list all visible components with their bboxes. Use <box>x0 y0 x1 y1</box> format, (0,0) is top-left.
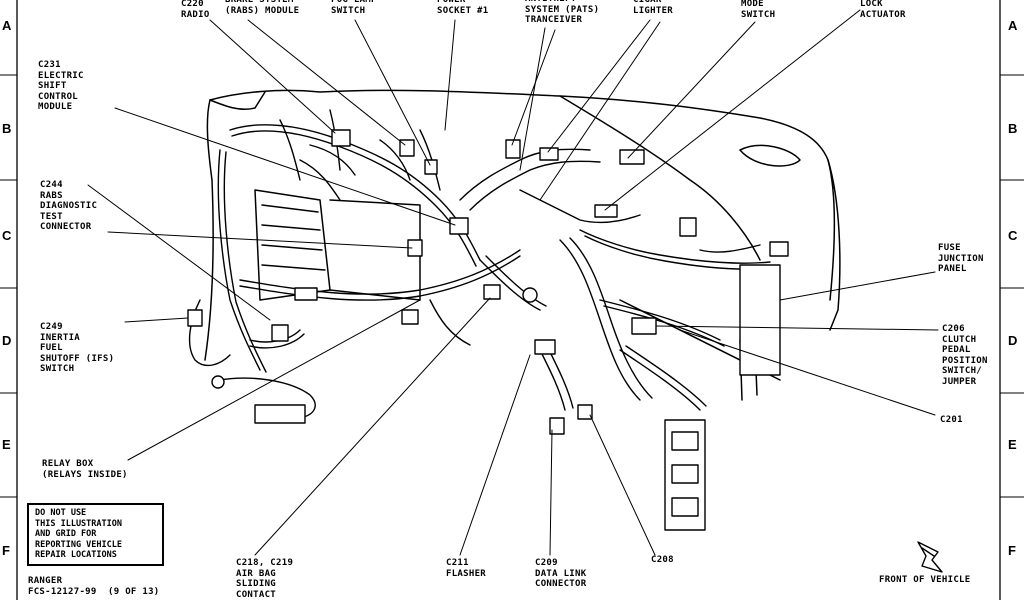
label-ranger-fcs: RANGER FCS-12127-99 (9 OF 13) <box>28 576 160 597</box>
lock-actuator-connector <box>594 204 618 218</box>
label-mode-switch: MODE SWITCH <box>741 0 776 20</box>
radio-connector <box>331 129 351 147</box>
grid-letter-e-left: E <box>2 437 11 452</box>
label-c218-c219-airbag: C218, C219 AIR BAG SLIDING CONTACT <box>236 558 294 600</box>
cigar-lighter-connector <box>539 147 559 161</box>
label-c231-shift-module: C231 ELECTRIC SHIFT CONTROL MODULE <box>38 60 84 112</box>
label-front-of-vehicle: FRONT OF VEHICLE <box>879 575 971 585</box>
grommet <box>522 287 538 303</box>
bracket <box>679 217 697 237</box>
relay-box <box>254 404 306 424</box>
grid-letter-a-left: A <box>2 18 12 33</box>
notice-box: DO NOT USE THIS ILLUSTRATION AND GRID FO… <box>27 503 164 566</box>
fuse-panel-connector <box>769 241 789 257</box>
label-c220-radio: C220 RADIO <box>181 0 210 20</box>
label-relay-box: RELAY BOX (RELAYS INSIDE) <box>42 459 128 480</box>
label-power-socket: POWER SOCKET #1 <box>437 0 489 16</box>
label-c249-ifs-switch: C249 INERTIA FUEL SHUTOFF (IFS) SWITCH <box>40 322 115 374</box>
c208-connector <box>577 404 593 420</box>
harness-connector-2 <box>401 309 419 325</box>
label-lock-actuator: LOCK ACTUATOR <box>860 0 906 20</box>
shift-module-connector <box>449 217 469 235</box>
label-fog-lamp-switch: FOG LAMP SWITCH <box>331 0 377 16</box>
label-brake-system-module: BRAKE SYSTEM (RABS) MODULE <box>225 0 300 16</box>
label-c208: C208 <box>651 555 674 565</box>
grid-letter-a-right: A <box>1008 18 1018 33</box>
harness-connector-1 <box>294 287 318 301</box>
grommet <box>211 375 225 389</box>
mode-switch-connector <box>619 149 645 165</box>
grid-letter-d-left: D <box>2 333 12 348</box>
fuse-junction-panel <box>739 264 781 376</box>
relay-connector <box>271 324 289 342</box>
grid-letter-f-right: F <box>1008 543 1016 558</box>
flasher-connector <box>534 339 556 355</box>
label-c244-rabs-test: C244 RABS DIAGNOSTIC TEST CONNECTOR <box>40 180 98 232</box>
front-of-vehicle-arrow <box>917 541 943 573</box>
grid-letter-b-right: B <box>1008 121 1018 136</box>
grid-letter-e-right: E <box>1008 437 1017 452</box>
label-c211-flasher: C211 FLASHER <box>446 558 487 579</box>
airbag-contact-connector <box>483 284 501 300</box>
label-c209-data-link: C209 DATA LINK CONNECTOR <box>535 558 587 589</box>
grid-letter-c-left: C <box>2 228 12 243</box>
leader-lines <box>87 9 939 556</box>
grid-letter-c-right: C <box>1008 228 1018 243</box>
wiring-harness <box>188 109 773 419</box>
pats-connector <box>505 139 521 159</box>
grid-ticks <box>0 74 1024 498</box>
grid-letter-b-left: B <box>2 121 12 136</box>
ifs-switch-connector <box>187 309 203 327</box>
label-pats-tranceiver: ANTITHEFT SYSTEM (PATS) TRANCEIVER <box>525 0 600 25</box>
fog-lamp-connector <box>424 159 438 175</box>
label-c201: C201 <box>940 415 963 425</box>
label-fuse-junction-panel: FUSE JUNCTION PANEL <box>938 243 984 274</box>
grid-letter-d-right: D <box>1008 333 1018 348</box>
label-cigar-lighter: CIGAR LIGHTER <box>633 0 674 16</box>
data-link-connector <box>549 417 565 435</box>
grid-letter-f-left: F <box>2 543 10 558</box>
clutch-switch-connector <box>631 317 657 335</box>
label-c206-clutch-switch: C206 CLUTCH PEDAL POSITION SWITCH/ JUMPE… <box>942 324 988 387</box>
